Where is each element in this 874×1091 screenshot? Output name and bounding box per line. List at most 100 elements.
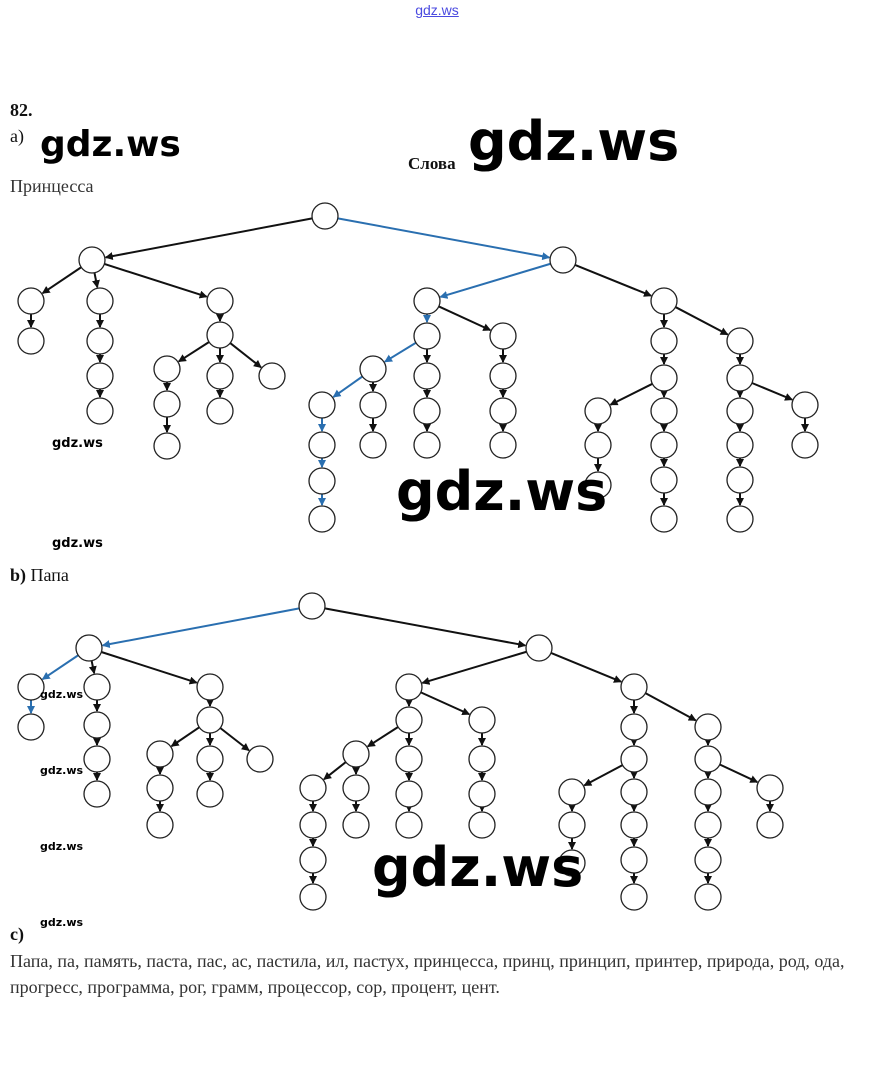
tree-node <box>342 811 370 839</box>
tree-node <box>650 287 678 315</box>
tree-node <box>650 397 678 425</box>
tree-arrow <box>177 341 210 363</box>
part-a-label: а) <box>10 126 24 146</box>
watermark: gdz.ws <box>40 124 181 165</box>
tree-node <box>650 327 678 355</box>
tree-arrow <box>104 217 313 261</box>
tree-node <box>196 745 224 773</box>
highlighted-arrow <box>101 607 300 649</box>
tree-node <box>17 713 45 741</box>
tree-node <box>791 431 819 459</box>
tree-node <box>17 287 45 315</box>
tree-arrow <box>366 726 399 748</box>
part-b-label: b) <box>10 565 27 585</box>
tree-arrow <box>675 306 729 336</box>
tree-node <box>489 397 517 425</box>
tree-arrow <box>101 651 198 685</box>
tree-node <box>83 711 111 739</box>
tree-node <box>78 246 106 274</box>
tree-node <box>86 287 114 315</box>
tree-node <box>206 397 234 425</box>
tree-node <box>791 391 819 419</box>
watermark: gdz.ws <box>40 840 84 853</box>
tree-node <box>153 355 181 383</box>
tree-node <box>650 431 678 459</box>
tree-node <box>342 740 370 768</box>
tree-arrow <box>92 272 100 289</box>
tree-node <box>620 883 648 911</box>
tree-node <box>726 431 754 459</box>
tree-node <box>413 322 441 350</box>
tree-node <box>650 364 678 392</box>
tree-node <box>694 745 722 773</box>
tree-node <box>413 397 441 425</box>
tree-node <box>308 391 336 419</box>
tree-node <box>549 246 577 274</box>
watermark: gdz.ws <box>396 460 608 523</box>
tree-node <box>153 390 181 418</box>
tree-node <box>153 432 181 460</box>
tree-node <box>395 673 423 701</box>
tree-node <box>196 673 224 701</box>
tree-arrow <box>644 692 697 722</box>
tree-arrow <box>550 652 622 683</box>
highlighted-arrow <box>439 262 551 299</box>
tree-node <box>468 745 496 773</box>
tree-node <box>146 811 174 839</box>
tree-node <box>299 774 327 802</box>
tree-node <box>83 780 111 808</box>
tree-arrow <box>104 263 208 299</box>
tree-node <box>525 634 553 662</box>
tree-node <box>650 466 678 494</box>
tree-arrow <box>609 382 653 406</box>
tree-node <box>468 780 496 808</box>
tree-node <box>413 431 441 459</box>
tree-node <box>489 362 517 390</box>
tree-node <box>694 811 722 839</box>
tree-node <box>299 846 327 874</box>
watermark: gdz.ws <box>40 764 84 777</box>
tree-node <box>694 883 722 911</box>
tree-node <box>86 327 114 355</box>
tree-node <box>308 467 336 495</box>
tree-arrow <box>420 691 471 716</box>
tree-node <box>83 745 111 773</box>
tree-node <box>489 322 517 350</box>
tree-node <box>558 811 586 839</box>
tree-node <box>342 774 370 802</box>
tree-arrow <box>421 650 527 685</box>
tree-node <box>395 780 423 808</box>
tree-arrow <box>88 660 97 675</box>
tree-node <box>86 397 114 425</box>
tree-arrow <box>574 263 652 297</box>
tree-node <box>620 811 648 839</box>
watermark: gdz.ws <box>468 110 680 173</box>
tree-node <box>584 397 612 425</box>
tree-node <box>308 431 336 459</box>
tree-node <box>359 355 387 383</box>
tree-arrow <box>219 727 250 752</box>
tree-node <box>308 505 336 533</box>
tree-node <box>206 362 234 390</box>
tree-node <box>146 740 174 768</box>
tree-node <box>726 327 754 355</box>
tree-node <box>650 505 678 533</box>
tree-node <box>726 466 754 494</box>
task-number: 82. <box>10 100 33 120</box>
tree-node <box>620 745 648 773</box>
tree-node <box>558 778 586 806</box>
tree-node <box>196 780 224 808</box>
tree-node <box>620 846 648 874</box>
tree-node <box>359 431 387 459</box>
tree-node <box>246 745 274 773</box>
site-link[interactable]: gdz.ws <box>415 2 459 18</box>
part-c-label: с) <box>10 924 24 944</box>
tree-node <box>726 364 754 392</box>
tree-node <box>694 846 722 874</box>
tree-arrow <box>719 763 759 783</box>
tree-node <box>206 321 234 349</box>
tree-node <box>413 287 441 315</box>
tree-arrow <box>438 305 492 332</box>
highlighted-arrow <box>337 217 551 261</box>
